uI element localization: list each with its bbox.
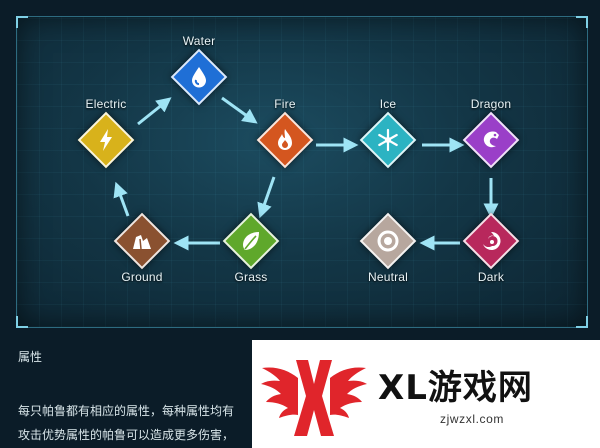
leaf-icon: [243, 232, 259, 250]
type-label-dark: Dark: [477, 270, 505, 284]
site-watermark: XL游戏网 zjwzxl.com: [252, 340, 600, 448]
watermark-url: zjwzxl.com: [440, 412, 505, 426]
type-label-grass: Grass: [234, 270, 268, 284]
panel-corner: [576, 316, 588, 328]
type-label-neutral: Neutral: [367, 270, 409, 284]
snowflake-icon: [378, 128, 398, 152]
type-label-dragon: Dragon: [470, 97, 512, 111]
type-badge-neutral: [359, 212, 417, 270]
type-chart-panel: [16, 16, 588, 328]
type-badge-electric: [77, 111, 135, 169]
flame-icon: [278, 129, 292, 150]
type-badge-fire: [256, 111, 314, 169]
type-label-ground: Ground: [121, 270, 163, 284]
dragon-icon: [483, 131, 499, 148]
type-badge-dark: [462, 212, 520, 270]
section-title: 属性: [18, 350, 43, 364]
type-badge-ground: [113, 212, 171, 270]
panel-corner: [16, 16, 28, 28]
type-label-fire: Fire: [274, 97, 296, 111]
panel-corner: [576, 16, 588, 28]
type-node-neutral: Neutral: [348, 212, 428, 284]
winged-x-logo-icon: [261, 360, 367, 436]
type-label-ice: Ice: [379, 97, 397, 111]
type-badge-grass: [222, 212, 280, 270]
water-drop-icon: [192, 67, 206, 88]
type-node-fire: Fire: [245, 97, 325, 169]
watermark-brand: XL游戏网: [378, 368, 533, 408]
lightning-icon: [100, 129, 112, 151]
type-badge-water: [170, 48, 228, 106]
type-label-electric: Electric: [85, 97, 127, 111]
rock-icon: [133, 235, 151, 250]
type-node-water: Water: [159, 34, 239, 106]
type-badge-dragon: [462, 111, 520, 169]
type-node-dragon: Dragon: [451, 97, 531, 169]
type-node-ice: Ice: [348, 97, 428, 169]
ring-icon: [377, 230, 399, 252]
panel-corner: [16, 316, 28, 328]
type-node-dark: Dark: [451, 212, 531, 284]
type-badge-ice: [359, 111, 417, 169]
type-node-ground: Ground: [102, 212, 182, 284]
type-label-water: Water: [182, 34, 216, 48]
type-node-electric: Electric: [66, 97, 146, 169]
description-line-2: 攻击优势属性的帕鲁可以造成更多伤害，: [18, 428, 235, 442]
swirl-icon: [483, 231, 501, 250]
type-node-grass: Grass: [211, 212, 291, 284]
description-line-1: 每只帕鲁都有相应的属性，每种属性均有: [18, 404, 235, 418]
